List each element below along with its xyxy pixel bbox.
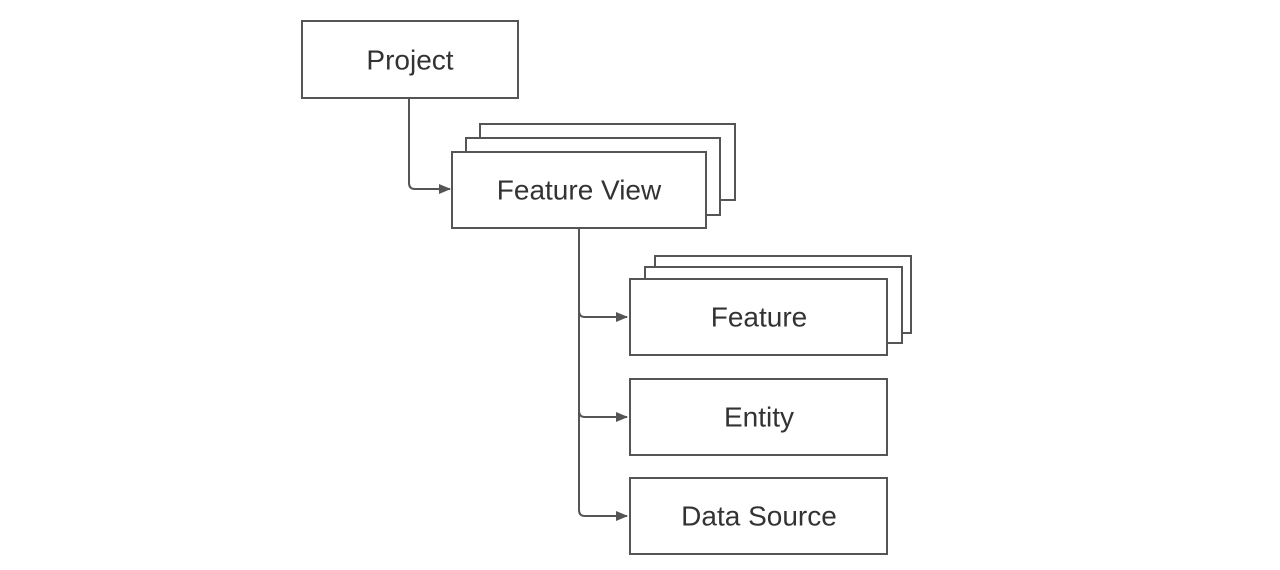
feature-view-label: Feature View: [497, 175, 662, 206]
feature-view-trunk-line: [578, 228, 628, 521]
feature-label: Feature: [711, 302, 808, 333]
data-source-node: Data Source: [629, 477, 888, 555]
feature-view-node: Feature View: [451, 123, 736, 229]
project-label: Project: [366, 45, 453, 76]
entity-label: Entity: [724, 402, 794, 433]
feature-view-to-entity-arrow: [578, 410, 628, 422]
feature-stack-front: [629, 278, 888, 356]
feature-view-stack-front: [451, 151, 707, 229]
project-to-feature-view-arrow: [408, 98, 451, 194]
project-node: Project: [301, 20, 519, 99]
feature-view-to-feature-arrow: [578, 310, 628, 322]
feature-node: Feature: [629, 255, 912, 356]
data-source-label: Data Source: [681, 501, 837, 532]
entity-node: Entity: [629, 378, 888, 456]
